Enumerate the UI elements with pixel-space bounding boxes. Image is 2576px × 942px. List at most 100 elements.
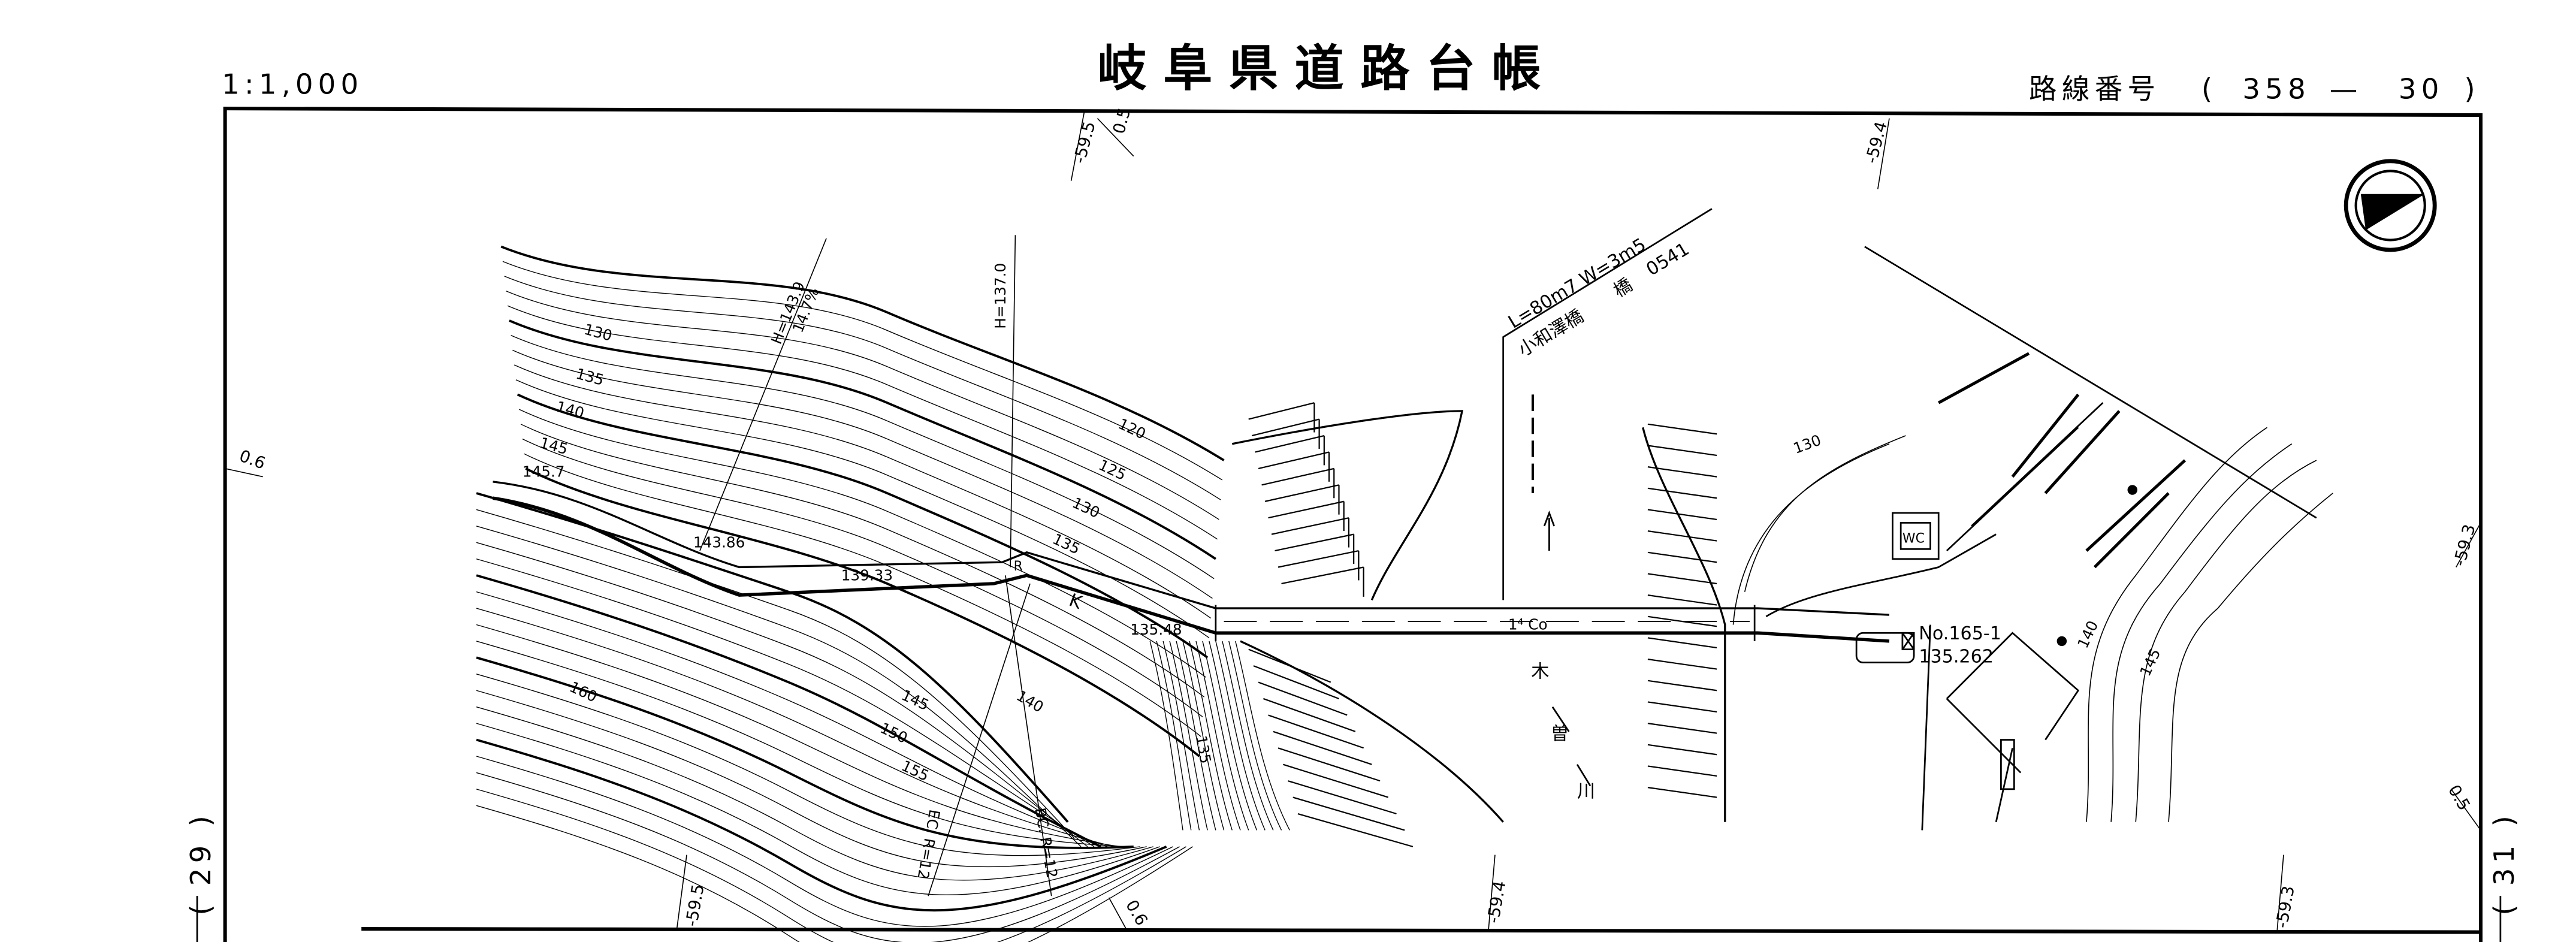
height-label: H=137.0: [992, 263, 1009, 329]
contour-line: [517, 393, 1209, 659]
bc-label: BC. R=12: [1031, 807, 1061, 880]
slope-hatch: [1647, 530, 1717, 542]
contour-line: [1162, 641, 1200, 831]
contour-line: [519, 409, 1206, 678]
route-major: 358: [2242, 73, 2311, 105]
slope-hatch: [1292, 796, 1405, 831]
contour-line: [1176, 641, 1216, 831]
route-close-paren: ): [2465, 73, 2480, 105]
bridge-code: 0541: [1643, 238, 1693, 280]
contour-label: 130: [1070, 494, 1103, 521]
grid-label: 0.5: [2444, 782, 2474, 814]
contour-line: [522, 438, 1203, 717]
contour-line: [476, 542, 1088, 847]
slope-hatch: [1275, 533, 1354, 552]
benchmark-label: No.165-1: [1919, 623, 2001, 644]
grid-label: -59.4: [1484, 880, 1510, 925]
road: [493, 481, 1890, 643]
slope-hatch: [1647, 594, 1717, 606]
elevation-label: 143.86: [693, 534, 745, 551]
slope-hatching: [1231, 402, 1726, 847]
contour-label: 160: [567, 678, 600, 705]
bridge-type: 橋: [1610, 274, 1636, 302]
contour-line: [476, 805, 1193, 942]
grid-label: -59.4: [1862, 120, 1891, 166]
grid-label: 0.6: [1122, 897, 1151, 929]
slope-hatch: [1261, 467, 1334, 486]
slope-hatch: [1253, 665, 1339, 699]
grid-label: -59.5: [1070, 120, 1099, 166]
slope-hatch: [1647, 787, 1717, 798]
slope-hatch: [1278, 550, 1359, 568]
contour-line: [509, 319, 1216, 560]
contour-line: [502, 261, 1223, 481]
contour-line: [504, 276, 1221, 500]
contour-line: [476, 558, 1095, 847]
contour-line: [476, 756, 1173, 927]
grid-labels: -59.5 0.5 -59.4 0.6 -59.3 0.5 -59.5 0.6 …: [225, 106, 2481, 932]
contour-label: 130: [1791, 431, 1823, 457]
slope-hatch: [1288, 780, 1397, 815]
slope-hatch: [1647, 573, 1717, 585]
road-surface-label: 1⁴ Co: [1508, 616, 1548, 633]
slope-hatch: [1647, 615, 1717, 627]
contour-label: 145: [899, 686, 932, 714]
route-dash: —: [2330, 73, 2363, 105]
map-text-labels: 木 曽 川 1⁴ Co K R: [1014, 559, 1596, 802]
slope-hatch: [1647, 466, 1717, 478]
wc-label: WC: [1902, 531, 1925, 546]
slope-hatch: [1264, 484, 1339, 502]
route-number: 路線番号 ( 358 — 30 ): [2029, 73, 2480, 105]
contour-line: [525, 467, 1200, 757]
contour-line: [1182, 641, 1225, 831]
slope-hatch: [1273, 730, 1372, 765]
contour-line: [1228, 641, 1282, 831]
north-arrow-icon: [2344, 159, 2437, 252]
contour-line: [1195, 641, 1241, 831]
slope-hatch: [1297, 813, 1414, 847]
slope-hatch: [1647, 423, 1717, 435]
contour-label: 155: [899, 757, 932, 784]
slope-hatch: [1647, 637, 1717, 649]
slope-hatch: [1278, 747, 1381, 782]
contour-line: [476, 624, 1121, 847]
contour-line: [476, 723, 1160, 896]
grid-label: -59.3: [2450, 523, 2479, 569]
contour-label: 145: [538, 434, 570, 458]
contour-line: [476, 707, 1153, 881]
slope-hatch: [1647, 701, 1717, 713]
contour-line: [476, 690, 1147, 868]
slope-hatch: [1248, 402, 1315, 420]
contour-label: 140: [1013, 687, 1046, 716]
contour-line: [1149, 641, 1183, 831]
map-frame: [196, 107, 2502, 942]
elevation-label: 145.7: [523, 463, 565, 481]
contour-line: [476, 789, 1186, 942]
route-number-label: 路線番号: [2029, 73, 2160, 105]
contour-line: [476, 772, 1180, 942]
contour-line: [1189, 641, 1233, 831]
contour-line: [476, 509, 1075, 839]
contour-line: [476, 656, 1134, 849]
route-minor: 30: [2399, 73, 2444, 105]
contour-line: [514, 364, 1212, 619]
contour-line: [1169, 641, 1208, 831]
contour-line: [512, 349, 1213, 599]
contour-label: 135: [574, 365, 606, 389]
elevation-labels: 145.7 143.86 139.33 135.48 135.262: [523, 463, 1994, 668]
slope-hatch: [1255, 434, 1325, 453]
slope-hatch: [1282, 763, 1389, 798]
contour-label: 130: [582, 321, 614, 345]
contour-line: [1202, 641, 1249, 831]
contour-line: [1235, 641, 1290, 831]
contour-line: [511, 335, 1215, 579]
slope-hatch: [1647, 509, 1717, 521]
elevation-label: 139.33: [841, 566, 893, 584]
contour-line: [524, 453, 1201, 737]
contour-line: [520, 424, 1205, 698]
contour-label: 135: [1050, 530, 1083, 557]
contour-label: 140: [554, 398, 586, 422]
river-label: 木: [1531, 661, 1549, 682]
slope-hatch: [1268, 714, 1364, 749]
contour-label: 125: [1096, 456, 1129, 484]
